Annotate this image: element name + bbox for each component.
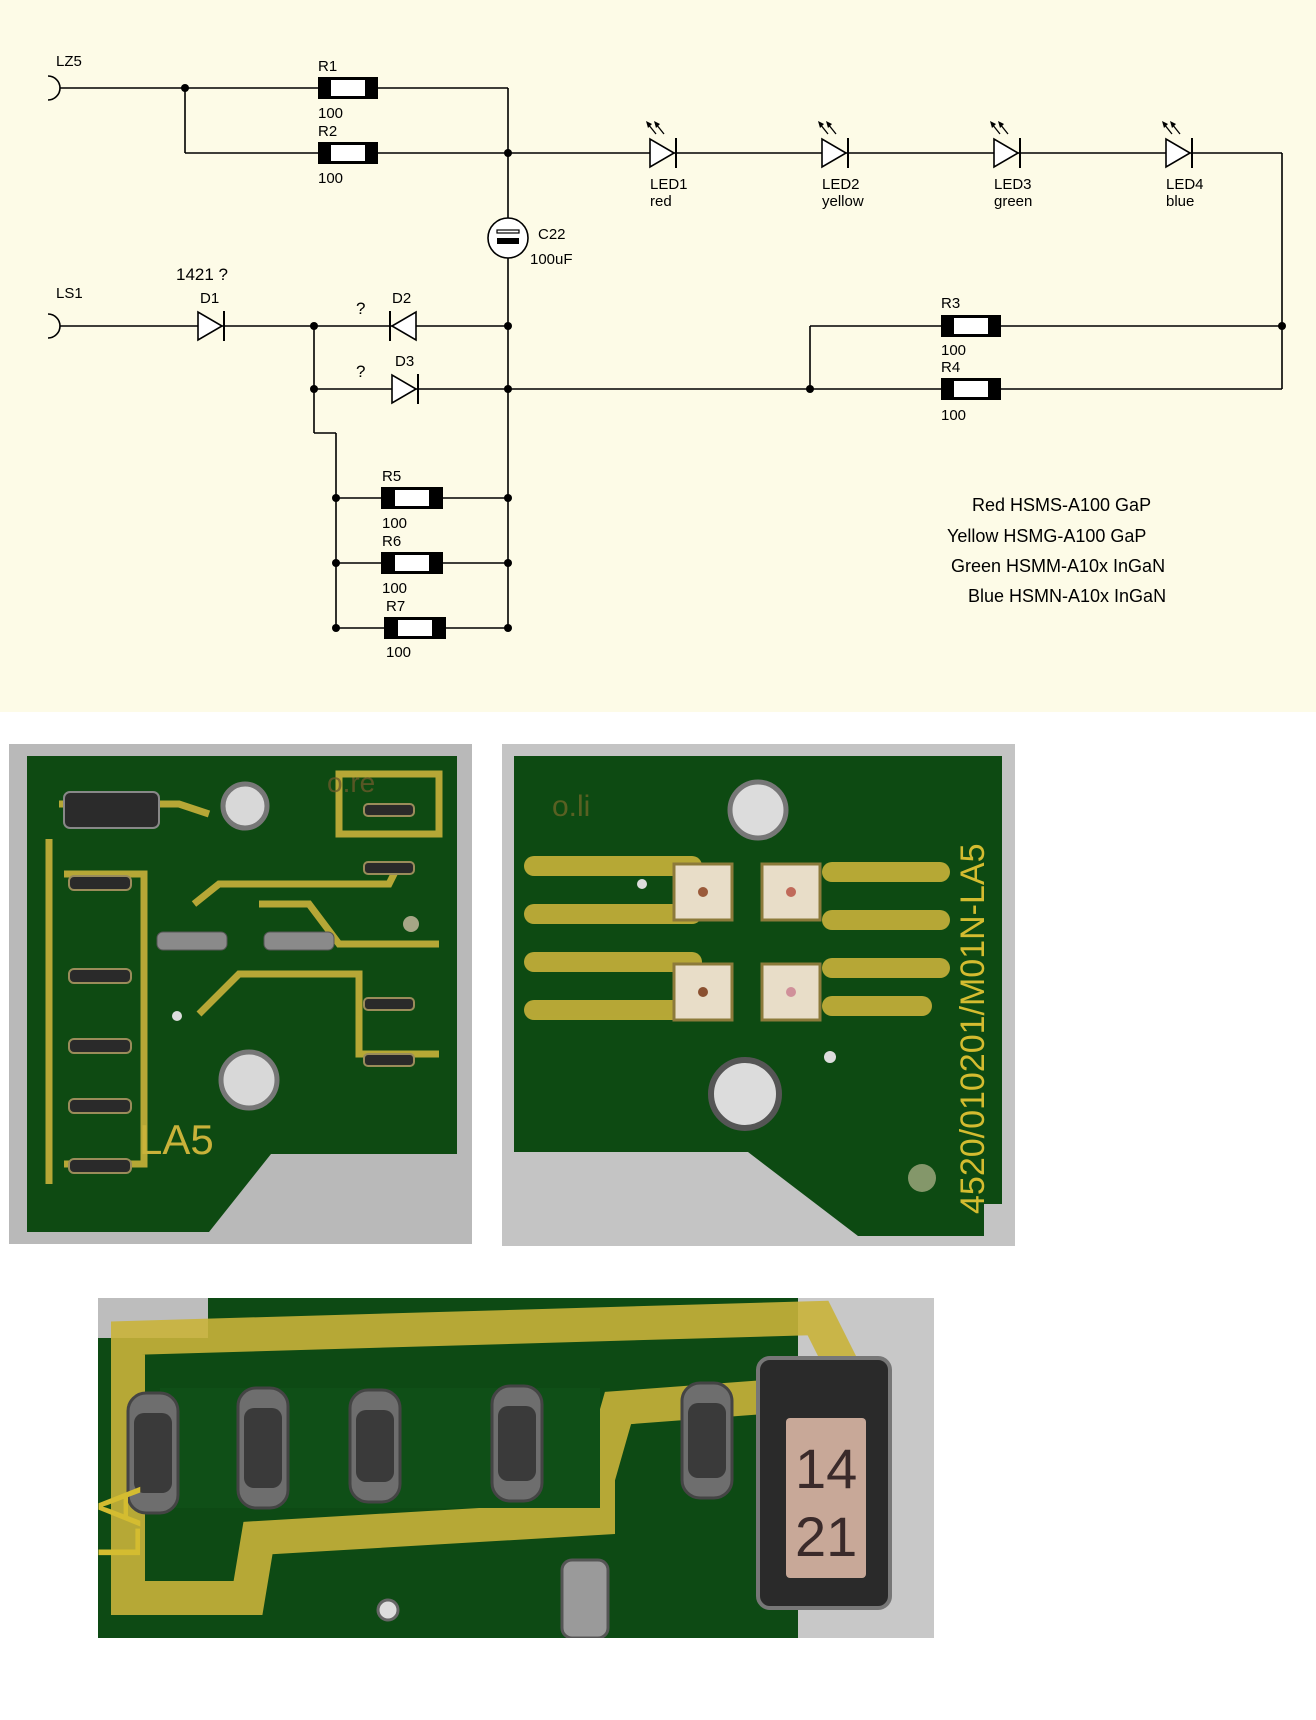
photo-closeup: 14 21 LA: [98, 1298, 934, 1638]
svg-text:100: 100: [318, 105, 343, 122]
svg-text:?: ?: [356, 299, 365, 318]
closeup-silk: LA: [98, 1487, 153, 1560]
connector-lz5-symbol: [47, 75, 61, 101]
svg-text:100: 100: [382, 515, 407, 532]
svg-text:R5: R5: [382, 468, 401, 485]
svg-text:LED4: LED4: [1166, 176, 1204, 193]
svg-text:D3: D3: [395, 353, 414, 370]
photo-front-board: o.re LA5: [9, 744, 472, 1244]
resistor-r6: R6 100: [381, 533, 443, 597]
capacitor-c22: C22 100uF: [487, 217, 573, 268]
resistor-r3: R3 100: [941, 295, 1001, 359]
resistor-r5: R5 100: [381, 468, 443, 532]
junction-dots: [181, 84, 1286, 632]
connector-lz5-label: LZ5: [56, 53, 82, 70]
note-green: Green HSMM-A10x InGaN: [951, 556, 1165, 576]
led-type-notes: Red HSMS-A100 GaP Yellow HSMG-A100 GaP G…: [947, 495, 1166, 606]
svg-text:C22: C22: [538, 226, 566, 243]
note-blue: Blue HSMN-A10x InGaN: [968, 586, 1166, 606]
svg-text:LED3: LED3: [994, 176, 1032, 193]
svg-text:D2: D2: [392, 290, 411, 307]
svg-text:100uF: 100uF: [530, 251, 573, 268]
connector-ls1-label: LS1: [56, 285, 83, 302]
svg-text:100: 100: [941, 407, 966, 424]
svg-text:LED2: LED2: [822, 176, 860, 193]
svg-text:1421 ?: 1421 ?: [176, 265, 228, 284]
svg-text:blue: blue: [1166, 193, 1194, 210]
note-red: Red HSMS-A100 GaP: [972, 495, 1151, 515]
svg-text:green: green: [994, 193, 1032, 210]
led-2: LED2 yellow: [818, 121, 864, 210]
svg-text:100: 100: [318, 170, 343, 187]
note-yellow: Yellow HSMG-A100 GaP: [947, 526, 1146, 546]
photo-back-board: o.li 4520/010201/M01N-LA5: [502, 744, 1015, 1246]
led-1: LED1 red: [646, 121, 688, 210]
diode-d3: ? D3: [356, 353, 419, 405]
front-board-silk-bottom: LA5: [139, 1116, 214, 1163]
svg-text:100: 100: [386, 644, 411, 661]
diode-d1: 1421 ? D1: [176, 265, 228, 342]
resistor-r4: R4 100: [941, 359, 1001, 424]
schematic-background: [0, 0, 1316, 712]
svg-text:R4: R4: [941, 359, 960, 376]
resistor-r7: R7 100: [384, 598, 446, 661]
closeup-chip-marking-top: 14: [795, 1437, 857, 1500]
svg-text:R3: R3: [941, 295, 960, 312]
svg-text:R2: R2: [318, 123, 337, 140]
svg-text:R1: R1: [318, 58, 337, 75]
svg-text:100: 100: [941, 342, 966, 359]
svg-text:100: 100: [382, 580, 407, 597]
connector-ls1-symbol: [47, 313, 61, 339]
svg-text:D1: D1: [200, 290, 219, 307]
led-3: LED3 green: [990, 121, 1032, 210]
circuit-schematic: LZ5 LS1 R1 100 R2 100 R3 100 R4 100 R5 1…: [0, 0, 1316, 712]
led-4: LED4 blue: [1162, 121, 1204, 210]
front-board-silk-top: o.re: [327, 767, 375, 798]
svg-text:R7: R7: [386, 598, 405, 615]
svg-text:red: red: [650, 193, 672, 210]
back-board-silk-top: o.li: [552, 790, 590, 823]
back-board-silk-edge: 4520/010201/M01N-LA5: [954, 844, 992, 1215]
resistor-r1: R1 100: [318, 58, 378, 122]
svg-text:?: ?: [356, 362, 365, 381]
svg-text:LED1: LED1: [650, 176, 688, 193]
resistor-r2: R2 100: [318, 123, 378, 187]
svg-text:yellow: yellow: [822, 193, 864, 210]
closeup-chip-marking-bottom: 21: [795, 1505, 857, 1568]
diode-d2: ? D2: [356, 290, 417, 342]
svg-text:R6: R6: [382, 533, 401, 550]
